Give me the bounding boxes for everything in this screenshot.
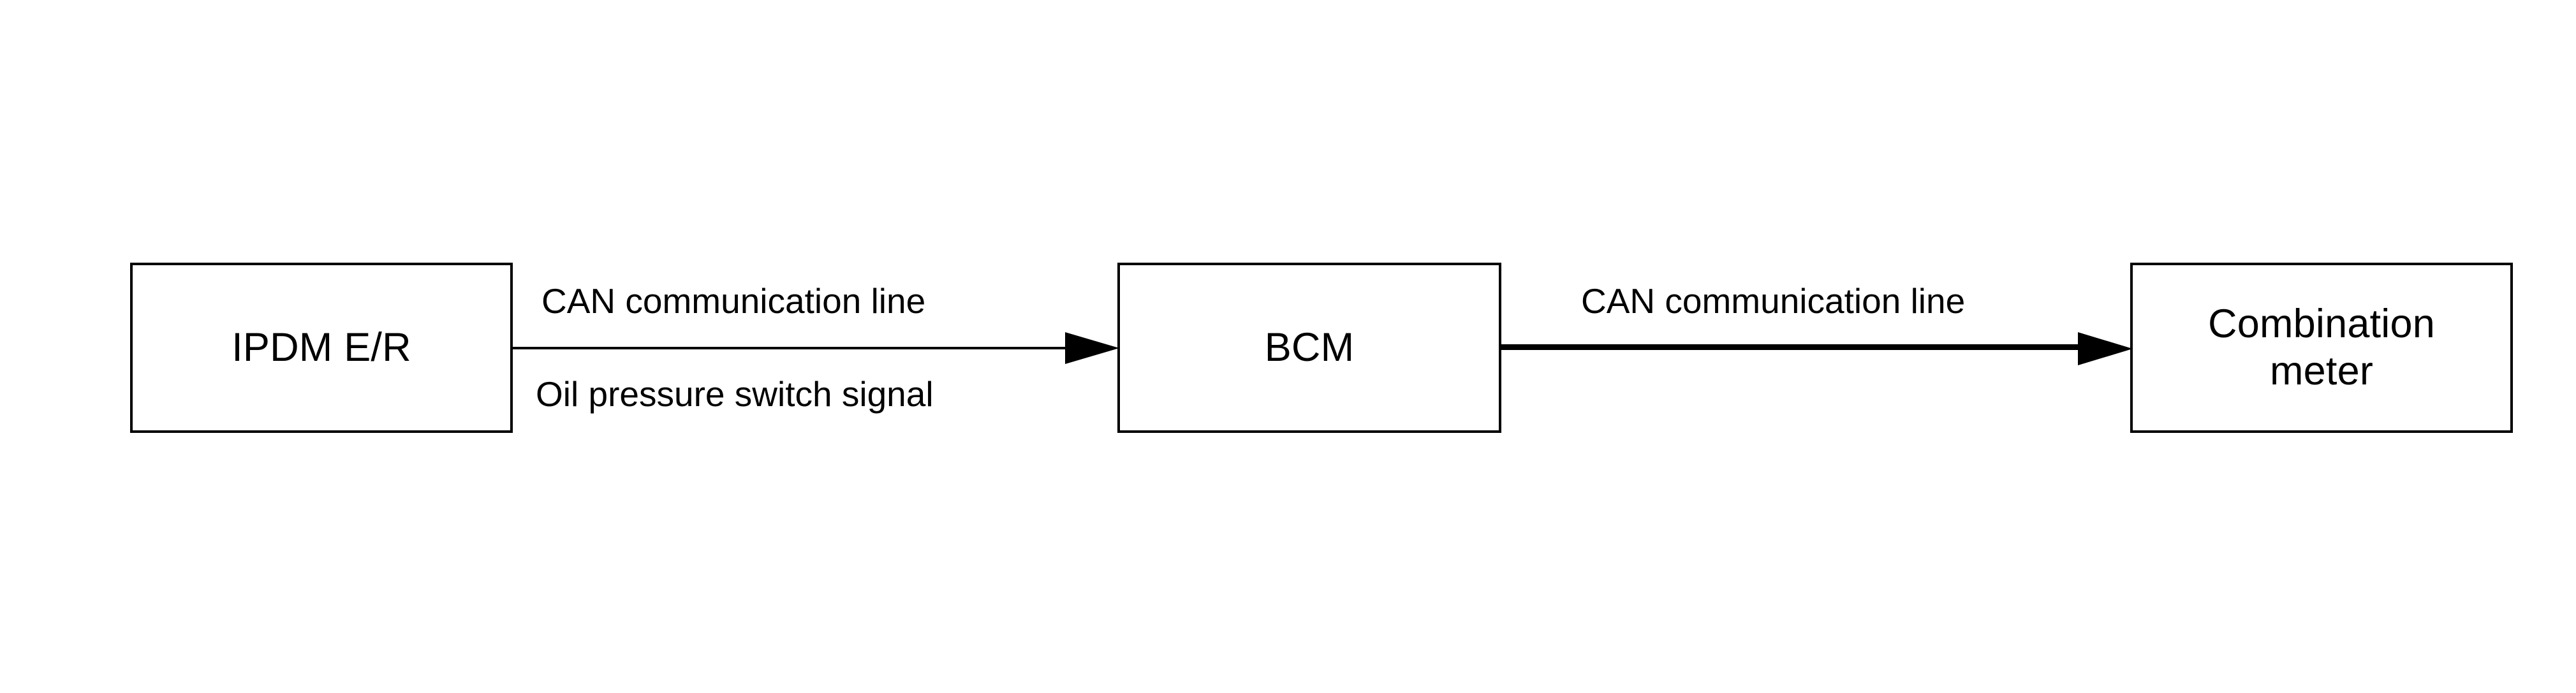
node-bcm[interactable]: BCM	[1117, 263, 1501, 433]
node-bcm-label: BCM	[1264, 325, 1355, 370]
connector-bcm-to-combination-meter-shaft	[1500, 344, 2080, 350]
arrowhead-icon	[1065, 332, 1119, 364]
node-combination-meter-label: Combination meter	[2208, 302, 2435, 393]
edge-label-can-communication-line-2: CAN communication line	[1581, 281, 1966, 321]
connector-ipdm-to-bcm-shaft	[513, 347, 1068, 349]
node-ipdm-er-label: IPDM E/R	[232, 325, 411, 370]
arrowhead-icon	[2078, 332, 2133, 365]
node-combination-meter[interactable]: Combination meter	[2130, 263, 2513, 433]
edge-label-can-communication-line-1: CAN communication line	[541, 281, 926, 321]
edge-label-oil-pressure-switch-signal: Oil pressure switch signal	[536, 374, 934, 414]
node-ipdm-er[interactable]: IPDM E/R	[130, 263, 513, 433]
